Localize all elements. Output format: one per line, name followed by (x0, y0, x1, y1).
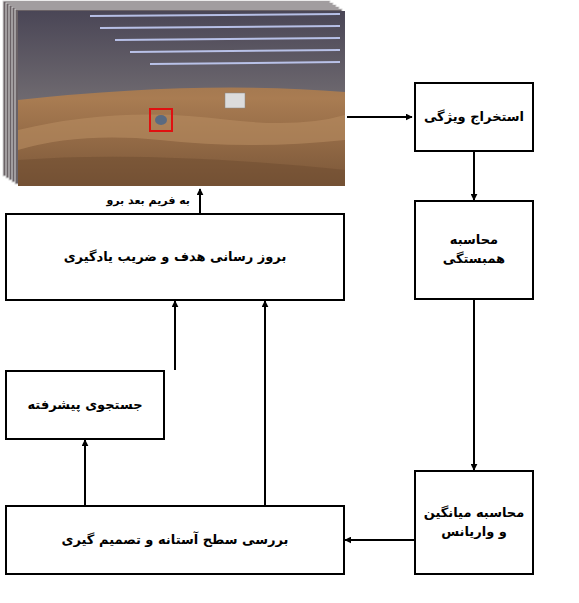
flow-arrow (473, 300, 475, 470)
dirt-ground (18, 11, 345, 186)
process-box: محاسبه میانگین و واریانس (414, 470, 534, 575)
next-frame-arrow (199, 189, 201, 213)
rider (155, 115, 167, 125)
process-box: محاسبه همبستگی (414, 200, 534, 300)
dirt-ramp (18, 114, 345, 150)
box-text: بررسی سطح آستانه و تصمیم گیری (62, 531, 289, 550)
flow-arrow (345, 539, 414, 541)
flow-arrow (174, 301, 176, 370)
flow-arrow (84, 440, 86, 505)
box-text: محاسبه میانگین و واریانس (422, 504, 526, 542)
box-text: محاسبه همبستگی (422, 231, 526, 269)
dirt-shadow (18, 157, 345, 186)
input-arrow (347, 116, 412, 118)
flow-arrow (473, 152, 475, 200)
crowd-stands (18, 11, 345, 100)
box-text: جستجوی پیشرفته (27, 396, 142, 415)
sign-board (225, 93, 245, 108)
process-box: جستجوی پیشرفته (5, 370, 165, 440)
target-box (150, 109, 172, 131)
box-text: بروز رسانی هدف و ضریب یادگیری (64, 248, 287, 267)
front-frame (18, 11, 345, 186)
box-text: استخراج ویژگی (424, 108, 524, 127)
stadium-lights (90, 14, 340, 64)
frame-stack (3, 1, 345, 186)
process-box: استخراج ویژگی (414, 82, 534, 152)
flow-arrow (264, 301, 266, 505)
flow-note: به فریم بعد برو (104, 194, 192, 207)
process-box: بروز رسانی هدف و ضریب یادگیری (5, 213, 345, 301)
process-box: بررسی سطح آستانه و تصمیم گیری (5, 505, 345, 575)
